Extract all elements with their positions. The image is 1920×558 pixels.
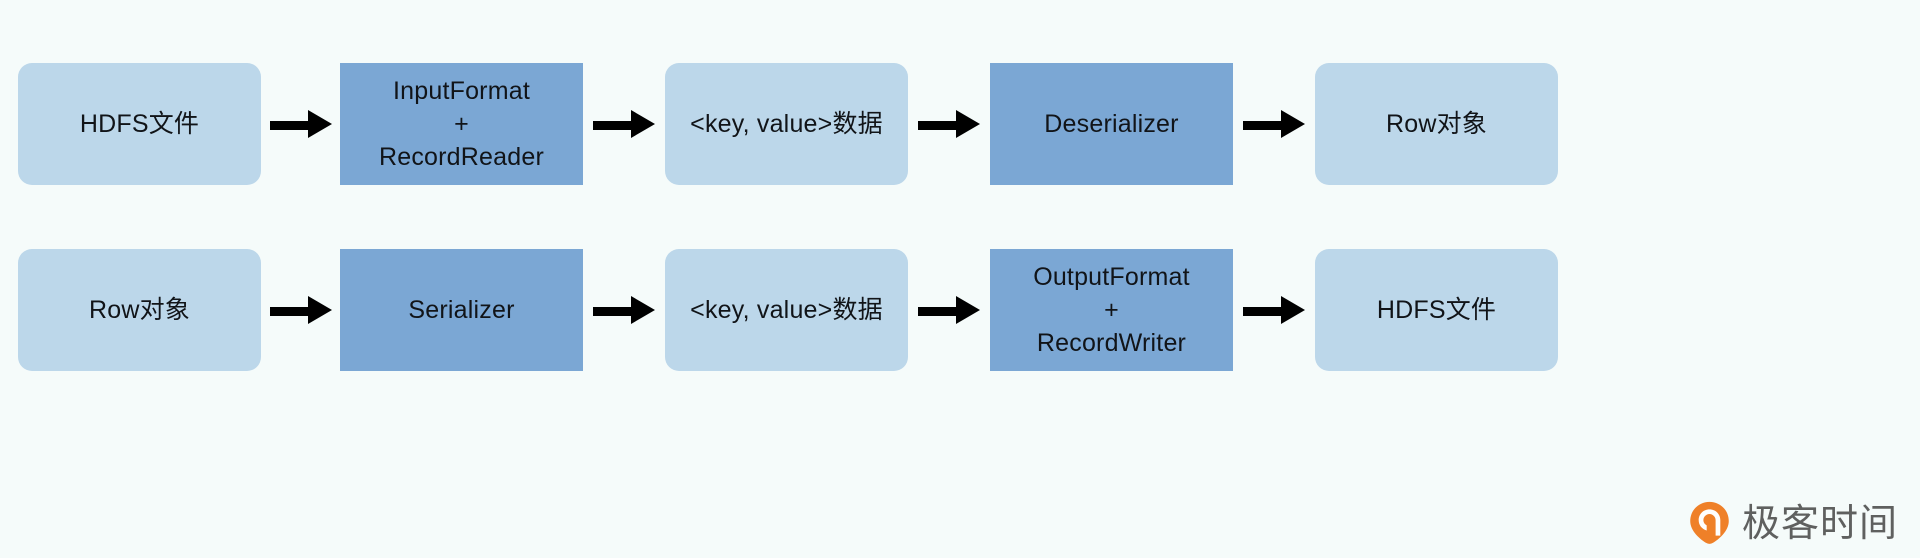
node-row-object-out[interactable]: Row对象: [1315, 63, 1558, 185]
node-label: OutputFormat + RecordWriter: [1033, 262, 1190, 357]
arrow-right-icon: [593, 296, 655, 324]
arrow-shaft: [918, 307, 960, 316]
arrow-head: [307, 110, 332, 138]
node-label: <key, value>数据: [690, 295, 883, 324]
watermark-brand-text: 极客时间: [1741, 500, 1898, 545]
arrow-shaft: [593, 121, 635, 130]
node-label: Serializer: [408, 295, 515, 324]
arrow-connector: [908, 63, 990, 185]
arrow-shaft: [593, 307, 635, 316]
node-label: Deserializer: [1044, 109, 1179, 138]
flow-row-write-path: Row对象 Serializer <key, value>数据: [0, 249, 1920, 371]
arrow-right-icon: [593, 110, 655, 138]
flow-row-read-path: HDFS文件 InputFormat + RecordReader <key, …: [0, 63, 1920, 185]
arrow-right-icon: [269, 296, 332, 324]
node-label: HDFS文件: [79, 109, 200, 138]
arrow-head: [307, 296, 332, 324]
arrow-head: [956, 110, 980, 138]
arrow-right-icon: [918, 110, 980, 138]
geektime-pin-icon: [1690, 501, 1729, 544]
node-hdfs-file-in[interactable]: HDFS文件: [18, 63, 261, 185]
arrow-connector: [1233, 249, 1315, 371]
arrow-shaft: [1243, 121, 1285, 130]
node-label: Row对象: [1385, 109, 1487, 138]
row-left-inset: [0, 124, 18, 125]
node-deserializer[interactable]: Deserializer: [990, 63, 1233, 185]
arrow-connector: [261, 63, 340, 185]
arrow-shaft: [269, 121, 312, 130]
node-row-object-in[interactable]: Row对象: [18, 249, 261, 371]
node-key-value-data-out[interactable]: <key, value>数据: [665, 249, 908, 371]
node-key-value-data-in[interactable]: <key, value>数据: [665, 63, 908, 185]
arrow-right-icon: [918, 296, 980, 324]
node-hdfs-file-out[interactable]: HDFS文件: [1315, 249, 1558, 371]
arrow-head: [1281, 296, 1305, 324]
node-inputformat-recordreader[interactable]: InputFormat + RecordReader: [340, 63, 583, 185]
arrow-head: [631, 110, 655, 138]
arrow-shaft: [1243, 307, 1285, 316]
arrow-right-icon: [1243, 296, 1305, 324]
arrow-connector: [1233, 63, 1315, 185]
row-left-inset: [0, 310, 18, 311]
arrow-shaft: [269, 307, 312, 316]
node-label: HDFS文件: [1376, 295, 1497, 324]
arrow-head: [956, 296, 980, 324]
node-label: InputFormat + RecordReader: [379, 76, 544, 171]
arrow-connector: [261, 249, 340, 371]
arrow-right-icon: [269, 110, 332, 138]
arrow-head: [1281, 110, 1305, 138]
arrow-head: [631, 296, 655, 324]
node-label: Row对象: [88, 295, 190, 324]
node-outputformat-recordwriter[interactable]: OutputFormat + RecordWriter: [990, 249, 1233, 371]
arrow-connector: [583, 249, 665, 371]
node-label: <key, value>数据: [690, 109, 883, 138]
arrow-connector: [908, 249, 990, 371]
arrow-connector: [583, 63, 665, 185]
arrow-shaft: [918, 121, 960, 130]
arrow-right-icon: [1243, 110, 1305, 138]
watermark: 极客时间: [1686, 499, 1898, 546]
node-serializer[interactable]: Serializer: [340, 249, 583, 371]
